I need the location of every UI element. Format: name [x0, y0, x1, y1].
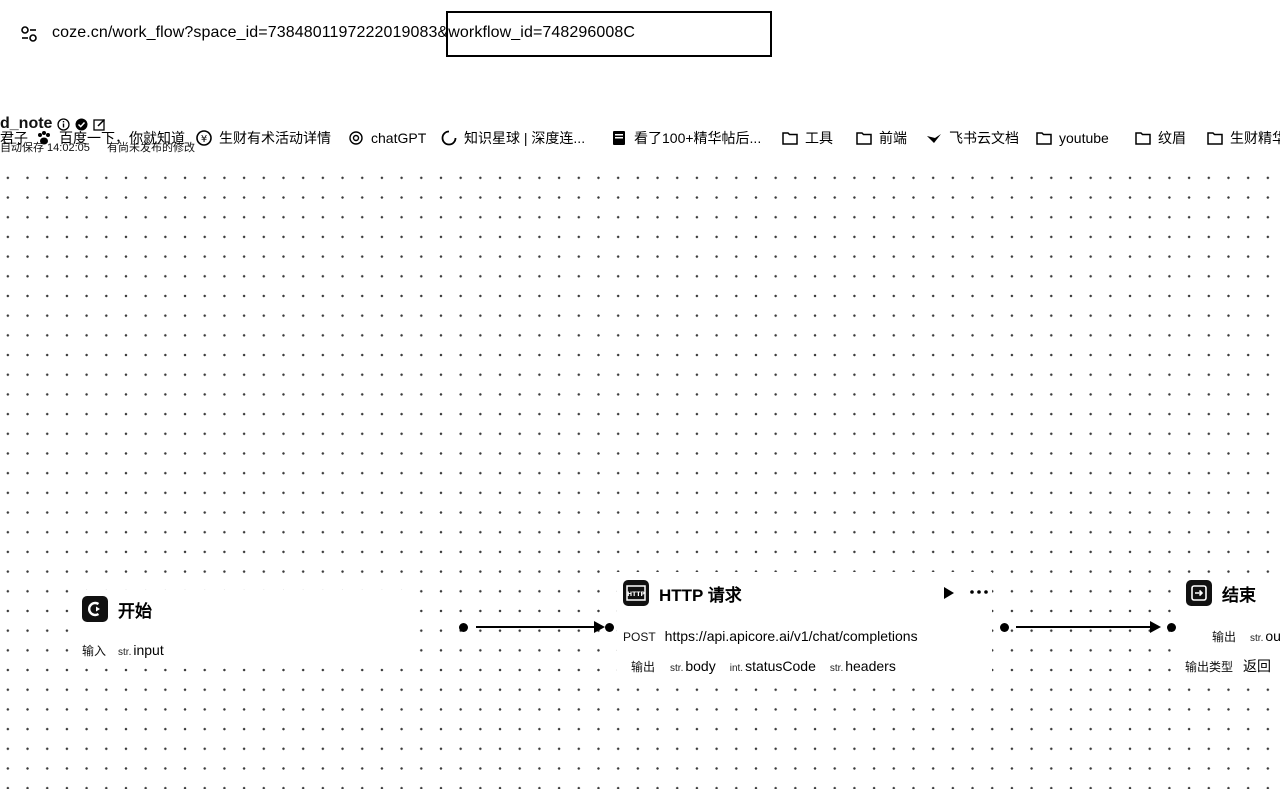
- start-node-title: 开始: [118, 601, 152, 621]
- bookmark-item[interactable]: 君子: [0, 128, 28, 148]
- http-output-row: 输出 str. body int. statusCode str. header…: [631, 658, 910, 675]
- info-icon[interactable]: [57, 117, 71, 131]
- url-part-1: coze.cn/work_flow?space_id=7384801197222…: [52, 24, 438, 41]
- input-label: 输入: [82, 644, 107, 658]
- edge-arrowhead: [594, 621, 605, 633]
- end-output-type-row: 输出类型 返回: [1185, 656, 1280, 676]
- bookmark-item[interactable]: chatGPT: [348, 128, 426, 148]
- edge-http-end[interactable]: [1016, 626, 1152, 628]
- http-node-header: HTTP HTTP 请求: [623, 580, 742, 606]
- bookmark-item[interactable]: 知识星球 | 深度连...: [441, 128, 585, 148]
- http-node-icon: HTTP: [623, 580, 649, 606]
- edit-icon[interactable]: [93, 118, 106, 131]
- end-output-row: 输出 str. ou: [1212, 628, 1280, 645]
- more-icon[interactable]: [969, 589, 989, 595]
- end-input-port[interactable]: [1167, 623, 1176, 632]
- bookmark-label: 纹眉: [1158, 130, 1186, 146]
- workflow-title: d_note: [0, 115, 53, 132]
- start-node[interactable]: 开始 输入 str. input: [76, 590, 406, 666]
- feishu-icon: [927, 134, 941, 143]
- http-request-node[interactable]: HTTP HTTP 请求 POST https://api.apicore.ai…: [617, 572, 992, 682]
- output-label: 输出: [631, 660, 656, 674]
- unpublished-changes-status: 有尚未发布的修改: [107, 142, 195, 154]
- bookmark-label: 知识星球 | 深度连...: [464, 130, 586, 146]
- var-name: headers: [845, 658, 896, 674]
- end-node-header: 结束: [1186, 580, 1256, 606]
- url-highlight-box: [446, 11, 772, 57]
- var-name: ou: [1265, 628, 1280, 644]
- url-text[interactable]: coze.cn/work_flow?space_id=7384801197222…: [52, 24, 635, 42]
- workflow-canvas[interactable]: [0, 160, 1280, 789]
- bookmark-item[interactable]: 百度一下，你就知道: [36, 128, 185, 148]
- svg-text:HTTP: HTTP: [627, 591, 645, 598]
- start-node-input-row: 输入 str. input: [82, 642, 178, 659]
- http-request-row: POST https://api.apicore.ai/v1/chat/comp…: [623, 628, 918, 644]
- start-node-icon: [82, 596, 108, 622]
- end-node[interactable]: 结束 输出 str. ou 输出类型 返回: [1180, 574, 1280, 680]
- var-type: str.: [829, 663, 844, 674]
- edge-start-http[interactable]: [476, 626, 596, 628]
- start-output-port[interactable]: [459, 623, 468, 632]
- var-type: str.: [118, 647, 132, 658]
- workflow-title-row: d_note: [0, 115, 106, 133]
- end-node-title: 结束: [1222, 585, 1256, 605]
- http-input-port[interactable]: [605, 623, 614, 632]
- folder-icon: [856, 132, 872, 145]
- bookmark-label: 前端: [879, 130, 907, 146]
- bookmark-label: 君子: [0, 130, 28, 146]
- bookmark-label: 看了100+精华帖后...: [634, 130, 762, 146]
- bookmark-label: 生财有术活动详情: [219, 130, 331, 146]
- bookmark-item[interactable]: 看了100+精华帖后...: [611, 128, 761, 148]
- openai-icon: [349, 131, 363, 145]
- coin-icon: ¥: [196, 130, 212, 146]
- browser-address-bar[interactable]: coze.cn/work_flow?space_id=7384801197222…: [0, 0, 1280, 62]
- bookmark-label: 工具: [805, 130, 833, 146]
- bookmark-folder[interactable]: 前端: [856, 128, 907, 148]
- verified-icon: [75, 118, 88, 130]
- output-type-value: 返回: [1243, 658, 1272, 674]
- bookmark-label: 生财精华: [1230, 130, 1280, 146]
- output-type-label: 输出类型: [1185, 660, 1234, 674]
- folder-icon: [782, 132, 798, 145]
- bookmarks-bar: 君子 百度一下，你就知道 ¥ 生财有术活动详情 chatGPT 知识星球 | 深…: [0, 62, 1280, 146]
- edge-arrowhead: [1150, 621, 1161, 633]
- var-name: statusCode: [745, 658, 816, 674]
- http-node-title: HTTP 请求: [659, 585, 742, 605]
- site-settings-icon[interactable]: [20, 25, 38, 43]
- bookmark-item[interactable]: 飞书云文档: [926, 128, 1019, 148]
- var-name: body: [685, 658, 716, 674]
- play-icon[interactable]: [943, 586, 955, 600]
- svg-text:¥: ¥: [201, 134, 207, 145]
- bookmark-folder[interactable]: 纹眉: [1135, 128, 1186, 148]
- bookmark-folder[interactable]: 工具: [782, 128, 833, 148]
- bookmark-label: chatGPT: [371, 130, 427, 146]
- bookmark-item[interactable]: ¥ 生财有术活动详情: [196, 128, 331, 148]
- autosave-status: 自动保存 14:02:05: [0, 142, 90, 154]
- start-node-header: 开始: [82, 596, 152, 622]
- folder-icon: [1036, 132, 1052, 145]
- var-name: input: [133, 642, 164, 658]
- bookmark-folder[interactable]: 生财精华: [1207, 128, 1280, 148]
- http-url: https://api.apicore.ai/v1/chat/completio…: [664, 628, 918, 644]
- bookmark-label: 百度一下，你就知道: [59, 130, 185, 146]
- http-method: POST: [623, 630, 656, 644]
- bookmark-folder[interactable]: youtube: [1036, 128, 1109, 148]
- end-node-icon: [1186, 580, 1212, 606]
- folder-icon: [1207, 132, 1223, 145]
- bookmark-label: youtube: [1059, 130, 1109, 146]
- circle-icon: [441, 130, 457, 146]
- bookmark-label: 飞书云文档: [949, 130, 1019, 146]
- var-type: str.: [670, 663, 684, 674]
- bookmark-icon: [613, 131, 625, 145]
- url-part-2: &workflow_id=748296008C: [437, 24, 636, 41]
- var-type: str.: [1250, 633, 1264, 644]
- var-type: int.: [729, 663, 744, 674]
- paw-icon: [38, 131, 50, 145]
- http-output-port[interactable]: [1000, 623, 1009, 632]
- folder-icon: [1135, 132, 1151, 145]
- output-label: 输出: [1212, 630, 1237, 644]
